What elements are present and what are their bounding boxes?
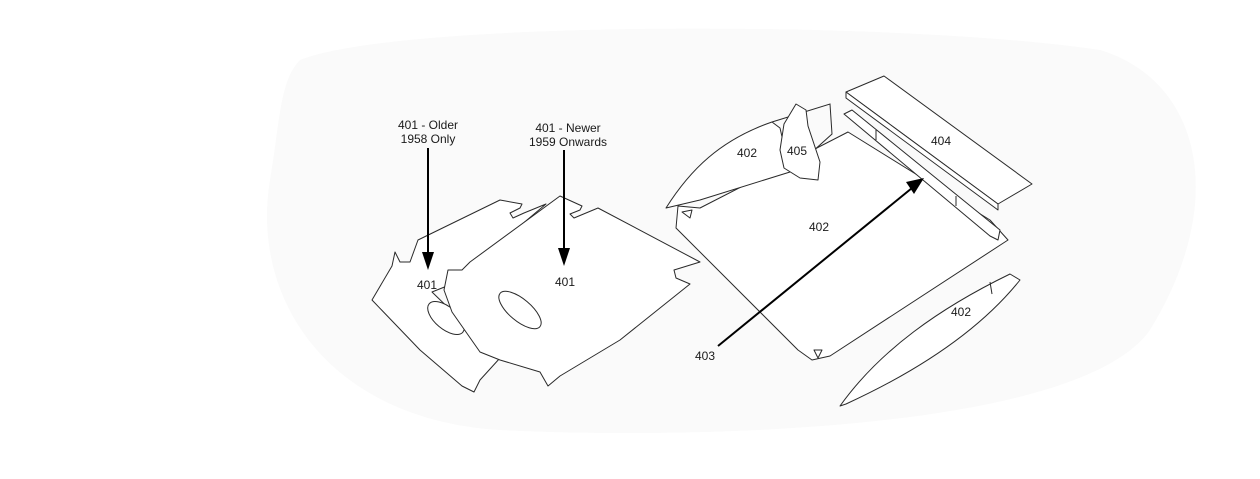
panel-402-left <box>665 121 791 209</box>
label-403: 403 <box>694 349 716 363</box>
arrow-403 <box>717 187 913 347</box>
caption-401-older: 401 - Older 1958 Only <box>380 118 476 146</box>
label-401-older: 401 <box>416 278 438 292</box>
hole-b <box>813 349 823 359</box>
label-405: 405 <box>786 144 808 158</box>
label-402-left: 402 <box>736 146 758 160</box>
caption-401-newer: 401 - Newer 1959 Onwards <box>516 121 620 149</box>
arrowhead-401-newer <box>558 248 570 266</box>
arrowhead-401-older <box>422 252 434 270</box>
caption-401-older-line2: 1958 Only <box>400 132 456 146</box>
label-402-lower: 402 <box>950 305 972 319</box>
caption-401-newer-line2: 1959 Onwards <box>528 135 608 149</box>
panel-402-lower-rib <box>989 281 993 295</box>
caption-401-newer-line1: 401 - Newer <box>535 121 601 135</box>
caption-401-older-line1: 401 - Older <box>397 118 459 132</box>
hole-a <box>681 209 693 219</box>
label-402-main: 402 <box>808 220 830 234</box>
panel-402-lower <box>839 273 1021 407</box>
label-404: 404 <box>930 134 952 148</box>
label-401-newer: 401 <box>554 275 576 289</box>
panel-404-side <box>845 91 999 211</box>
piece-405 <box>779 103 821 181</box>
panel-401-newer <box>443 195 701 387</box>
slot-401-newer <box>498 290 542 330</box>
arrowhead-403 <box>906 178 924 194</box>
rail-403 <box>843 109 1001 241</box>
